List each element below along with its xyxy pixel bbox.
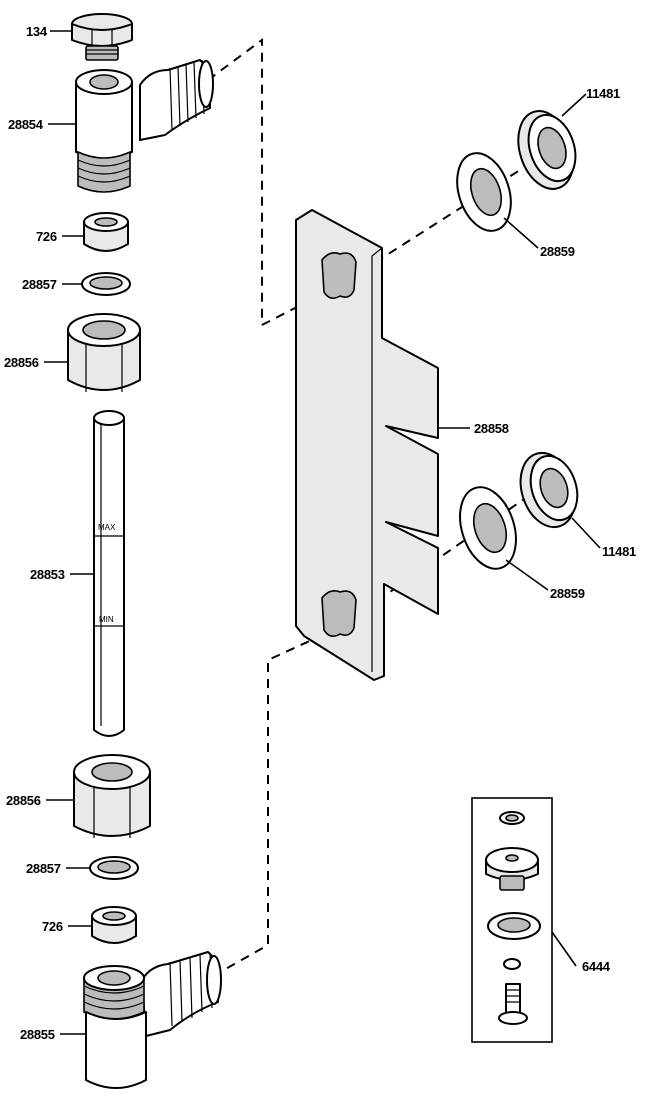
label-28856-top: 28856 (4, 355, 39, 370)
label-28855: 28855 (20, 1027, 55, 1042)
kit-6444-box (471, 797, 553, 1043)
label-28854: 28854 (8, 117, 44, 132)
label-11481-bottom: 11481 (602, 544, 636, 559)
label-28858: 28858 (474, 421, 509, 436)
sleeve-726-top (83, 212, 129, 252)
locknut-11481-bottom (519, 451, 579, 529)
sleeve-726-bottom (91, 906, 137, 944)
label-28857-bottom: 28857 (26, 861, 61, 876)
label-28859-bottom: 28859 (550, 586, 585, 601)
nut-28856-top (67, 313, 141, 392)
locknut-11481-top (517, 110, 577, 190)
label-726-bottom: 726 (42, 919, 63, 934)
label-28853: 28853 (30, 567, 65, 582)
washer-28859-top (456, 152, 512, 232)
washer-28859-bottom (459, 486, 517, 570)
elbow-fitting-28855 (83, 951, 222, 1089)
elbow-fitting-28854 (75, 59, 214, 193)
label-28859-top: 28859 (540, 244, 575, 259)
tube-max-mark: MAX (98, 523, 116, 532)
part-labels: 134 28854 726 28857 28856 28853 28856 28… (4, 24, 636, 1042)
label-28857-top: 28857 (22, 277, 57, 292)
label-11481-top: 11481 (586, 86, 620, 101)
nut-28856-bottom (73, 754, 151, 838)
label-134: 134 (26, 24, 48, 39)
bracket-28858 (295, 209, 439, 681)
leader-lines (44, 30, 601, 1035)
label-28856-bottom: 28856 (6, 793, 41, 808)
washer-28857-bottom (89, 856, 139, 880)
cap-134 (71, 13, 133, 61)
sight-tube-28853: MAX MIN (93, 410, 125, 737)
label-726-top: 726 (36, 229, 57, 244)
washer-28857-top (81, 272, 131, 296)
tube-min-mark: MIN (99, 615, 114, 624)
label-6444: 6444 (582, 959, 611, 974)
